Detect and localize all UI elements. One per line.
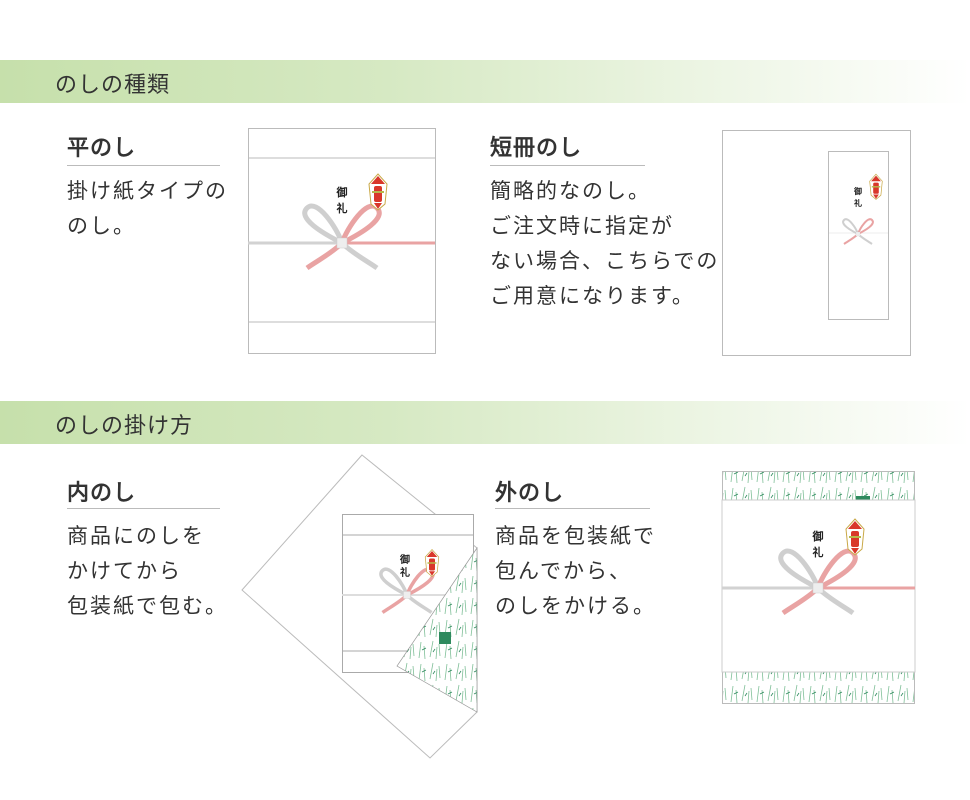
item-heading-hira-noshi: 平のし (67, 135, 137, 161)
text-line: ご用意になります。 (490, 284, 695, 308)
text-line: 包んでから、 (495, 559, 632, 583)
text-line: 商品を包装紙で (495, 524, 656, 548)
text-line: 掛け紙タイプの (67, 179, 228, 203)
text-line: 簡略的なのし。 (490, 179, 651, 203)
section-title: のしの種類 (55, 73, 171, 98)
noshi-label: 御 (399, 553, 410, 566)
uchi-noshi-illustration: 御 礼 (241, 454, 478, 759)
item-description: 商品にのしを かけてから 包装紙で包む。 (67, 519, 228, 624)
wrapping-paper-flap (396, 546, 478, 713)
noshi-label: 御 (336, 185, 348, 199)
text-line: のし。 (67, 214, 136, 238)
text-line: 商品にのしを (67, 524, 205, 548)
text-line: かけてから (67, 559, 182, 583)
section-header-noshi-types: のしの種類 (0, 60, 970, 103)
text-line: ご注文時に指定が (490, 214, 674, 238)
noshi-label: 礼 (854, 198, 862, 208)
brand-seal (439, 632, 451, 644)
noshi-label: 礼 (337, 201, 348, 215)
divider (67, 508, 220, 509)
item-heading-tanzaku-noshi: 短冊のし (490, 135, 583, 161)
section-title: のしの掛け方 (55, 414, 194, 439)
noshi-label: 御 (812, 529, 824, 543)
item-heading-uchi-noshi: 内のし (67, 480, 137, 506)
divider (495, 508, 650, 509)
item-heading-soto-noshi: 外のし (495, 480, 565, 506)
divider (67, 165, 220, 166)
noshi-label: 御 (853, 186, 862, 196)
item-description: 商品を包装紙で 包んでから、 のしをかける。 (495, 519, 656, 624)
item-description: 掛け紙タイプの のし。 (67, 174, 228, 244)
text-line: 包装紙で包む。 (67, 594, 228, 618)
section-header-how-to-wrap: のしの掛け方 (0, 401, 970, 444)
text-line: のしをかける。 (495, 594, 656, 618)
divider (490, 165, 645, 166)
tanzaku-noshi-illustration: 御 礼 (722, 130, 911, 356)
noshi-label: 礼 (400, 566, 410, 579)
hira-noshi-illustration: 御 礼 (248, 128, 436, 354)
item-description: 簡略的なのし。 ご注文時に指定が ない場合、こちらでの ご用意になります。 (490, 174, 719, 314)
soto-noshi-illustration: 御 礼 (721, 471, 916, 704)
text-line: ない場合、こちらでの (490, 249, 720, 273)
noshi-label: 礼 (813, 545, 824, 559)
